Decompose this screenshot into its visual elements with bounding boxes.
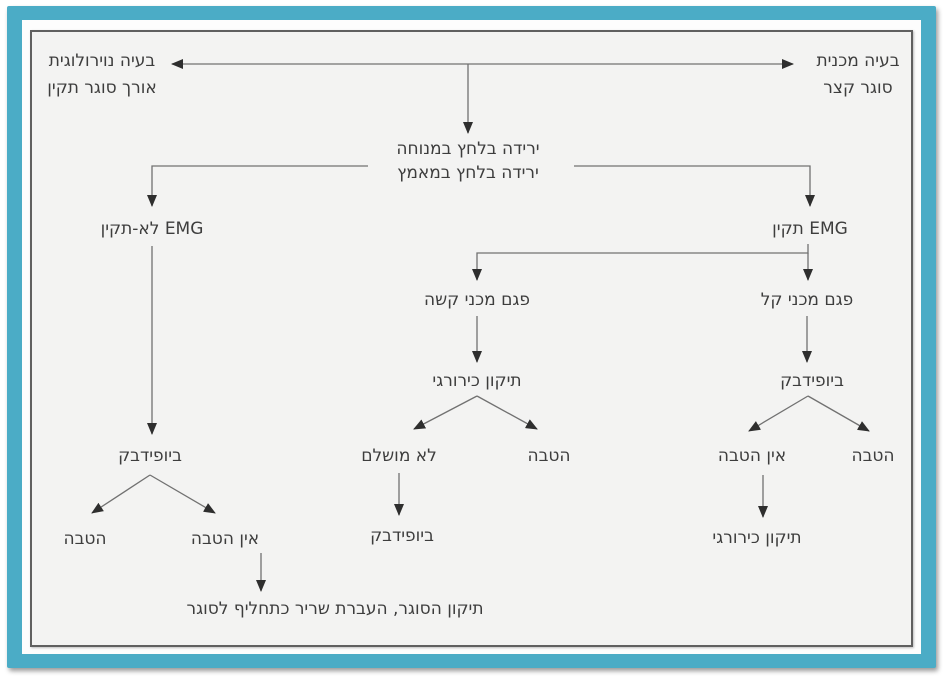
node-final-outcome: תיקון הסוגר, העברת שריר כתחליף לסוגר <box>186 599 484 619</box>
node-not-complete: לא מושלם <box>361 446 437 466</box>
node-mild-mechanical-defect: פגם מכני קל <box>760 290 854 310</box>
node-emg-abnormal: EMG לא-תקין <box>100 219 204 239</box>
node-biofeedback-mid: ביופידבק <box>370 526 434 546</box>
node-no-improvement-right: אין הטבה <box>717 446 787 466</box>
node-mechanical-problem: בעיה מכנית סוגר קצר <box>816 48 899 102</box>
node-emg-normal: EMG תקין <box>772 219 848 239</box>
node-pressure-drop: ירידה בלחץ במנוחה ירידה בלחץ במאמץ <box>396 137 539 185</box>
node-improvement-left: הטבה <box>63 529 107 549</box>
node-neurologic-problem-line1: בעיה נוירולוגית <box>48 51 156 71</box>
node-surgical-repair-right: תיקון כירורגי <box>712 528 802 548</box>
diagram-canvas <box>30 30 913 647</box>
node-no-improvement-left: אין הטבה <box>190 529 260 549</box>
node-surgical-repair-mid: תיקון כירורגי <box>432 371 522 391</box>
node-improvement-mid: הטבה <box>527 446 571 466</box>
node-pressure-drop-line1: ירידה בלחץ במנוחה <box>396 139 540 159</box>
node-severe-mechanical-defect: פגם מכני קשה <box>423 290 531 310</box>
node-biofeedback-right: ביופידבק <box>780 371 844 391</box>
node-improvement-right: הטבה <box>851 446 895 466</box>
node-mechanical-problem-line2: סוגר קצר <box>823 78 893 98</box>
node-pressure-drop-line2: ירידה בלחץ במאמץ <box>397 163 539 183</box>
node-biofeedback-left: ביופידבק <box>118 446 182 466</box>
node-neurologic-problem: בעיה נוירולוגית אורך סוגר תקין <box>47 48 156 102</box>
node-mechanical-problem-line1: בעיה מכנית <box>816 51 900 71</box>
node-neurologic-problem-line2: אורך סוגר תקין <box>47 78 157 98</box>
